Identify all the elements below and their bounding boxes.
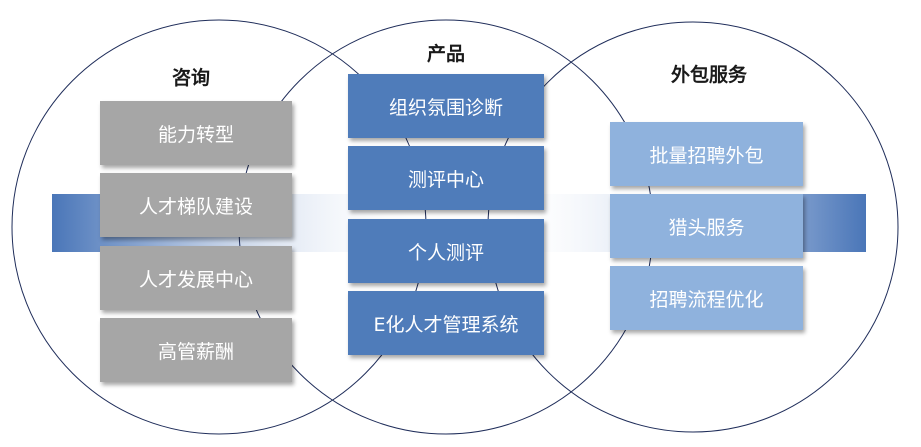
- outsourcing-item: 猎头服务: [610, 194, 803, 258]
- product-item: 测评中心: [348, 146, 544, 210]
- product-item: E化人才管理系统: [348, 291, 544, 355]
- outsourcing-title: 外包服务: [670, 64, 747, 86]
- consulting-title: 咨询: [171, 67, 210, 89]
- outsourcing-item: 招聘流程优化: [610, 266, 803, 330]
- outsourcing-item: 批量招聘外包: [610, 122, 803, 186]
- consulting-item: 能力转型: [100, 101, 292, 165]
- consulting-item: 人才梯队建设: [100, 173, 292, 237]
- consulting-item: 人才发展中心: [100, 246, 292, 310]
- product-item: 个人测评: [348, 219, 544, 283]
- consulting-item: 高管薪酬: [100, 318, 292, 382]
- product-item: 组织氛围诊断: [348, 74, 544, 138]
- product-title: 产品: [426, 43, 465, 65]
